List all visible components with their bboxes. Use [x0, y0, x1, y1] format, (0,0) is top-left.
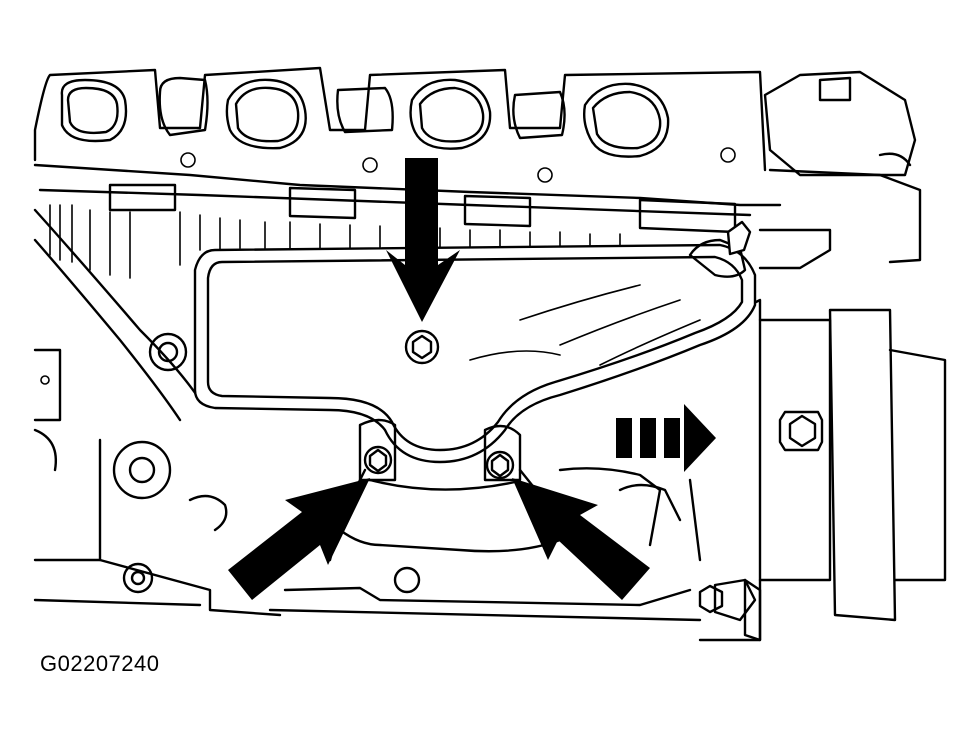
figure-id-label: G02207240: [40, 651, 160, 676]
stud: [537, 167, 553, 183]
heat-shield-bolt-left-boss: [363, 445, 393, 475]
dashed-arrow-right-icon: [616, 404, 716, 472]
stud: [720, 147, 736, 163]
intake-port-2: [158, 76, 209, 137]
heat-shield-bolt-right-boss: [485, 450, 515, 480]
flange-hole: [393, 566, 421, 594]
intake-port-row: [33, 66, 767, 183]
heat-shield-bolt-top: [411, 334, 433, 360]
intake-port-5: [409, 78, 492, 150]
intake-port-1: [60, 78, 128, 143]
stud: [362, 157, 378, 173]
hex-bolt-lower-right: [698, 584, 724, 614]
cylinder-head-flange: [33, 163, 782, 279]
boss-lower-left: [122, 562, 154, 594]
boss-upper-left: [148, 332, 188, 372]
engine-block-right: [698, 70, 947, 642]
heat-shield-bolt-left: [368, 448, 388, 473]
stud: [180, 152, 196, 168]
heat-shield-bolt-top-boss: [404, 329, 440, 365]
boss-mid-left: [112, 440, 172, 500]
callout-arrows: [228, 158, 716, 600]
intake-port-3: [225, 78, 307, 150]
arrow-up-left-icon: [512, 478, 650, 600]
intake-port-7: [582, 82, 670, 158]
arrow-down-icon: [386, 158, 460, 322]
hex-bolt-right: [788, 414, 817, 448]
heat-shield: [193, 220, 757, 464]
heat-shield-bolt-right: [490, 453, 510, 478]
intake-port-6: [512, 90, 566, 140]
oxygen-sensor: [726, 220, 752, 256]
intake-port-4: [336, 86, 394, 134]
arrow-up-right-icon: [228, 478, 370, 600]
engine-block-left: [33, 208, 282, 617]
